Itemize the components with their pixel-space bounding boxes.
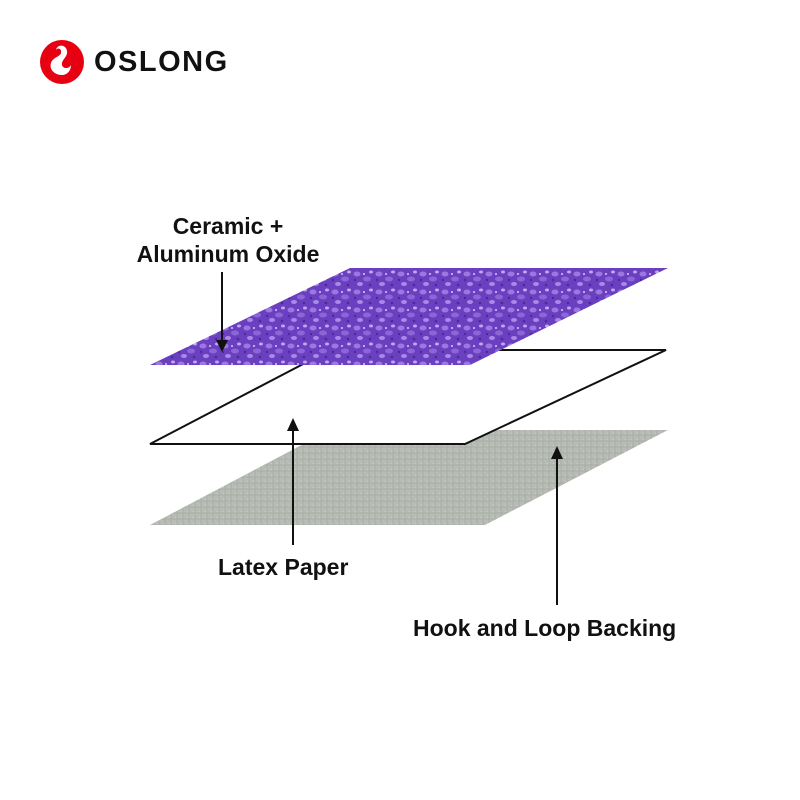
ceramic-label-line-1: Ceramic + (172, 213, 284, 239)
latex-paper-label: Latex Paper (218, 554, 349, 580)
backing-pointer-arrow (551, 446, 563, 605)
oslong-logo-icon (40, 40, 84, 84)
ceramic-pointer-arrow (216, 272, 228, 352)
hook-and-loop-backing-label: Hook and Loop Backing (413, 615, 677, 641)
brand-name: OSLONG (94, 46, 229, 78)
ceramic-label-line-2: Aluminum Oxide (136, 241, 320, 267)
latex-pointer-arrow (287, 418, 299, 545)
latex-paper-layer (149, 349, 667, 445)
ceramic-aluminum-oxide-layer (150, 268, 668, 365)
ceramic-aluminum-oxide-label: Ceramic + Aluminum Oxide (112, 212, 344, 268)
brand-header: OSLONG (38, 38, 229, 86)
hook-and-loop-backing-layer (150, 430, 668, 525)
